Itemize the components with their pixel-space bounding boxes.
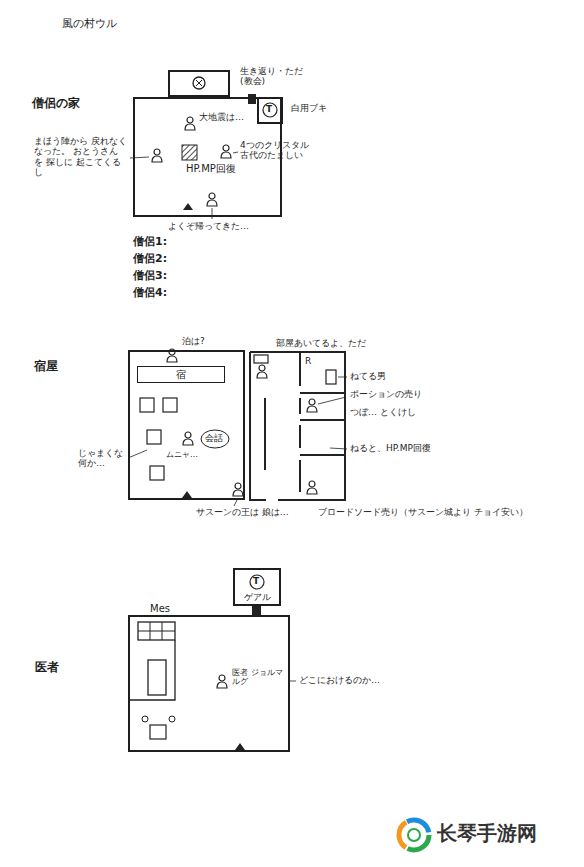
wall xyxy=(130,640,175,700)
leader xyxy=(128,450,147,458)
heal-floor xyxy=(182,145,197,160)
person xyxy=(152,149,162,162)
leader xyxy=(338,377,347,378)
table xyxy=(150,466,164,480)
table xyxy=(140,398,154,412)
map-note: T xyxy=(253,576,259,586)
map-note: サスーンの王は 娘は… xyxy=(196,507,289,517)
building-label: 生き返り・ただ (教会) xyxy=(240,66,312,87)
person xyxy=(307,481,317,494)
map-note: 僧侶1: xyxy=(133,236,167,249)
bookshelf-lines xyxy=(138,622,175,640)
building-box: 宿屋宿 xyxy=(128,350,245,500)
person xyxy=(183,432,193,445)
inn-wing xyxy=(250,352,345,500)
map-note: じゃまくな 何か… xyxy=(78,448,126,469)
leader xyxy=(233,152,238,153)
bed xyxy=(148,660,166,695)
entrance xyxy=(182,491,192,498)
person xyxy=(307,399,317,412)
map-note: つぼ… とくけし xyxy=(350,407,416,417)
map-note: ねてる男 xyxy=(350,371,386,381)
church-circle xyxy=(193,77,205,89)
leader xyxy=(212,208,213,219)
person xyxy=(217,675,227,688)
person xyxy=(207,193,217,206)
leader xyxy=(330,448,347,449)
watermark: 长琴手游网 xyxy=(437,822,537,845)
building-label: 医者 xyxy=(35,661,59,675)
person xyxy=(257,365,267,378)
table xyxy=(150,725,166,739)
map-note: 部屋あいてるよ、ただ xyxy=(276,338,366,348)
map-note: どこにおけるのか… xyxy=(299,675,380,685)
map-note: ブロードソード売り（サスーン城より チョイ安い） xyxy=(318,507,528,517)
map-note: T xyxy=(266,104,272,114)
door xyxy=(248,94,256,104)
map-note: 泊は? xyxy=(182,336,205,346)
building-box: 宿 xyxy=(137,366,225,383)
map-title: 風の村ウル xyxy=(62,18,117,31)
bed xyxy=(326,370,336,384)
map-note: 僧侶3: xyxy=(133,270,167,283)
map-note: Mes xyxy=(150,603,170,615)
map-note: よくぞ帰ってきた… xyxy=(168,221,249,231)
building-box: 医者 xyxy=(128,615,290,752)
map-note: 僧侶4: xyxy=(133,287,167,300)
map-note: 大地震は… xyxy=(199,112,244,122)
person xyxy=(185,117,195,130)
church-mark xyxy=(196,80,202,86)
table xyxy=(163,398,177,412)
entrance xyxy=(183,203,193,210)
room-name: ゲアル xyxy=(244,592,271,604)
watermark-logo xyxy=(399,820,429,850)
map-note: HP.MP回復 xyxy=(186,163,236,175)
building-box: ゲアル xyxy=(233,568,281,606)
map-note: R xyxy=(305,356,311,366)
map-note: 僧侶2: xyxy=(133,253,167,266)
building-box: 生き返り・ただ (教会) xyxy=(168,70,230,97)
map-note: まほう陣から 戻れなくなった。 おとうさん を 探しに 起こてくるし xyxy=(34,136,128,177)
person xyxy=(233,483,243,496)
leader xyxy=(318,397,346,404)
map-note: 4つのクリスタル 古代のたましい xyxy=(240,140,320,161)
bookshelf xyxy=(138,622,175,640)
map-note: ムニャ… xyxy=(166,450,198,459)
map-note: ねると、HP.MP回復 xyxy=(350,443,431,453)
chair xyxy=(169,716,175,722)
building-label: 僧侶の家 xyxy=(32,97,80,111)
chair xyxy=(142,716,148,722)
building-label: 白用ブキ xyxy=(291,103,327,113)
shop-circle xyxy=(263,103,277,117)
shop-circle xyxy=(250,575,264,589)
map-note: 医者 ジョルマルグ xyxy=(232,668,286,686)
map-note: ポーションの売り xyxy=(350,389,422,399)
desk xyxy=(254,355,268,363)
room-name: 宿 xyxy=(176,369,186,383)
person xyxy=(221,145,231,158)
talk-circle xyxy=(201,430,229,448)
table xyxy=(147,430,161,444)
building-label: 宿屋 xyxy=(34,360,58,374)
map-note: 会話 xyxy=(205,433,223,443)
entrance xyxy=(235,743,245,750)
